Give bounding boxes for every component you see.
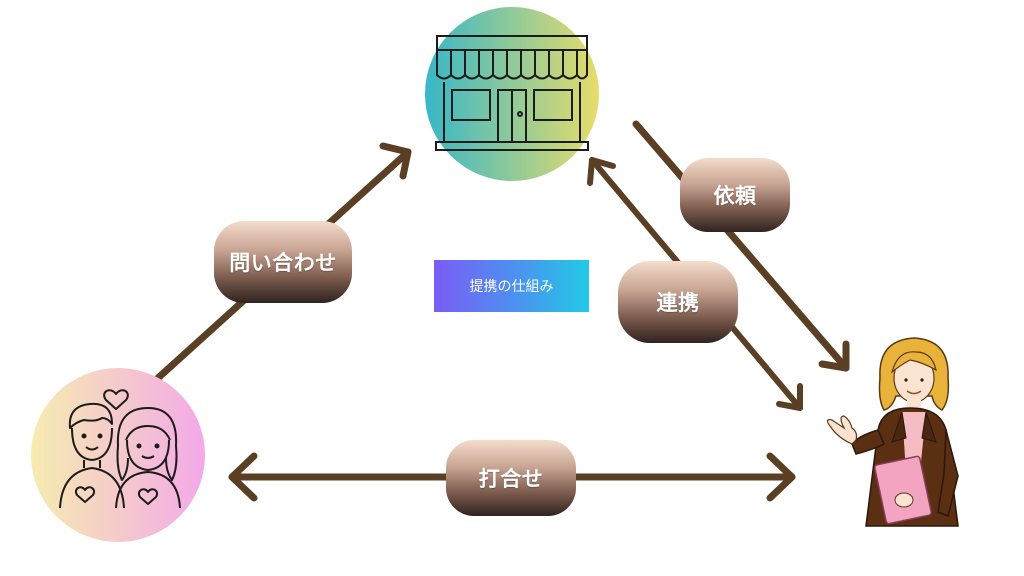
- edge-label-request: 依頼: [680, 158, 790, 232]
- couple-icon: [59, 389, 181, 509]
- diagram-center-label: 提携の仕組み: [434, 260, 589, 312]
- businesswoman-icon: [826, 337, 959, 527]
- storefront-icon: [435, 35, 589, 151]
- edge-label-meeting: 打合せ: [446, 440, 576, 516]
- edge-label-collaboration: 連携: [618, 261, 738, 343]
- shop-node: [425, 7, 599, 181]
- planner-node: [826, 337, 959, 527]
- edge-label-inquiry: 問い合わせ: [214, 221, 352, 303]
- couple-node: [31, 368, 205, 542]
- arrow-request: [632, 120, 850, 372]
